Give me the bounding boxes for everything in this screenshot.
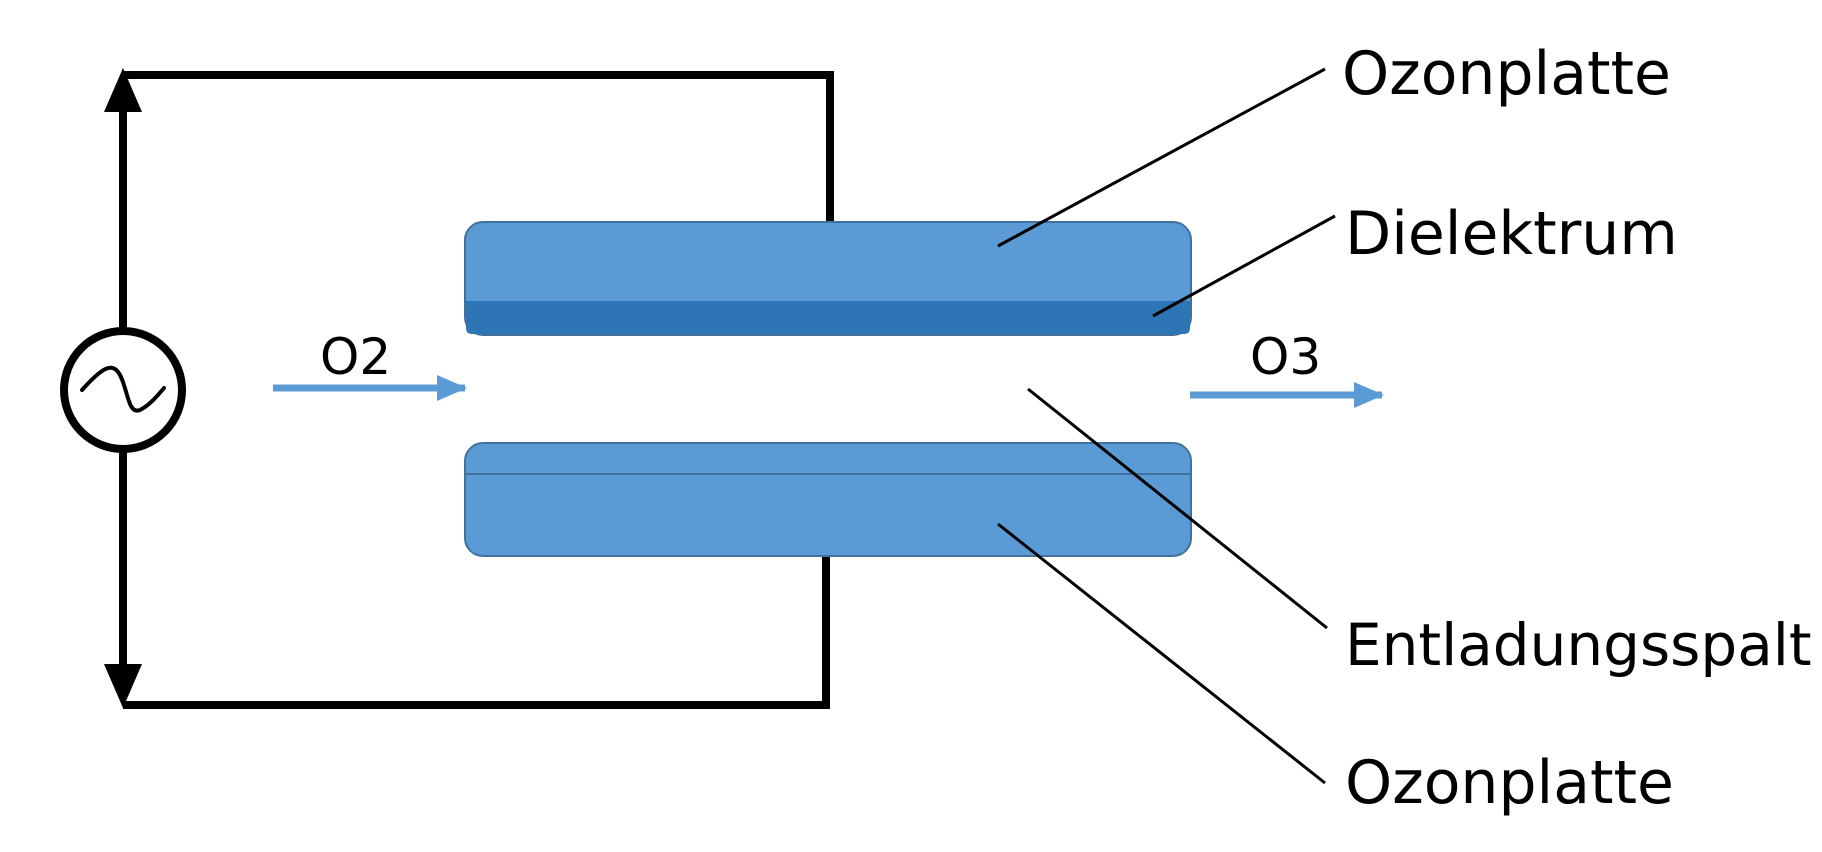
label-top-plate: Ozonplatte xyxy=(1342,39,1671,109)
label-discharge-gap: Entladungsspalt xyxy=(1345,611,1812,679)
label-dielectric: Dielektrum xyxy=(1345,199,1678,269)
leader-top-plate xyxy=(997,67,1326,248)
arrowhead-up-icon xyxy=(104,68,142,112)
label-bottom-plate: Ozonplatte xyxy=(1345,748,1674,818)
leader-lines xyxy=(997,67,1336,785)
leader-dielectric xyxy=(1152,214,1336,318)
bottom-wire xyxy=(123,548,830,709)
label-inlet-gas: O2 xyxy=(320,328,391,386)
leader-bottom-plate xyxy=(997,522,1326,785)
top-wire xyxy=(123,71,834,222)
leader-discharge-gap xyxy=(1027,387,1328,630)
top-ozone-plate xyxy=(464,221,1192,336)
bottom-ozone-plate xyxy=(464,442,1192,557)
circuit-wires xyxy=(104,68,834,709)
dielectric-layer xyxy=(466,301,1190,334)
ac-voltage-source-icon xyxy=(60,327,186,453)
label-outlet-gas: O3 xyxy=(1250,328,1321,386)
arrowhead-down-icon xyxy=(104,664,142,708)
